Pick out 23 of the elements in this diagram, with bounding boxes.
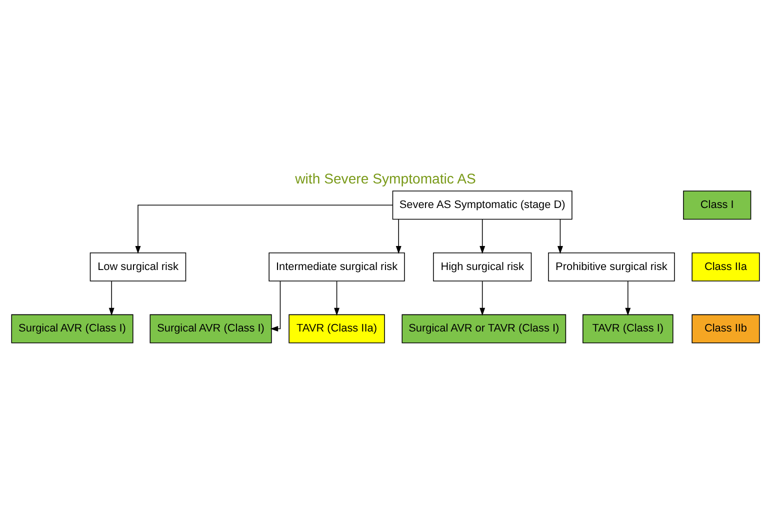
arrow xyxy=(480,280,486,316)
arrow xyxy=(396,218,402,254)
legend-label: Class IIa xyxy=(704,260,748,272)
arrow xyxy=(480,218,486,254)
node-box: Surgical AVR (Class I) xyxy=(150,314,272,343)
arrow xyxy=(625,280,631,316)
node-box: Surgical AVR or TAVR (Class I) xyxy=(402,314,566,343)
diagram-title: with Severe Symptomatic AS xyxy=(295,170,476,186)
legend-label: Class IIb xyxy=(704,322,748,334)
arrow xyxy=(557,218,563,254)
arrow xyxy=(135,204,393,254)
node-box: Intermediate surgical risk xyxy=(268,252,405,281)
arrow xyxy=(334,280,340,316)
node-box: Low surgical risk xyxy=(90,252,186,281)
node-box: Surgical AVR (Class I) xyxy=(11,314,134,343)
arrow xyxy=(108,280,114,316)
node-box: Prohibitive surgical risk xyxy=(548,252,675,281)
node-box: TAVR (Class I) xyxy=(582,314,674,343)
legend-label: Class I xyxy=(700,198,734,211)
node-box: High surgical risk xyxy=(433,252,532,281)
node-box: TAVR (Class IIa) xyxy=(288,314,385,343)
arrow xyxy=(270,280,281,332)
node-box: Severe AS Symptomatic (stage D) xyxy=(392,190,572,220)
